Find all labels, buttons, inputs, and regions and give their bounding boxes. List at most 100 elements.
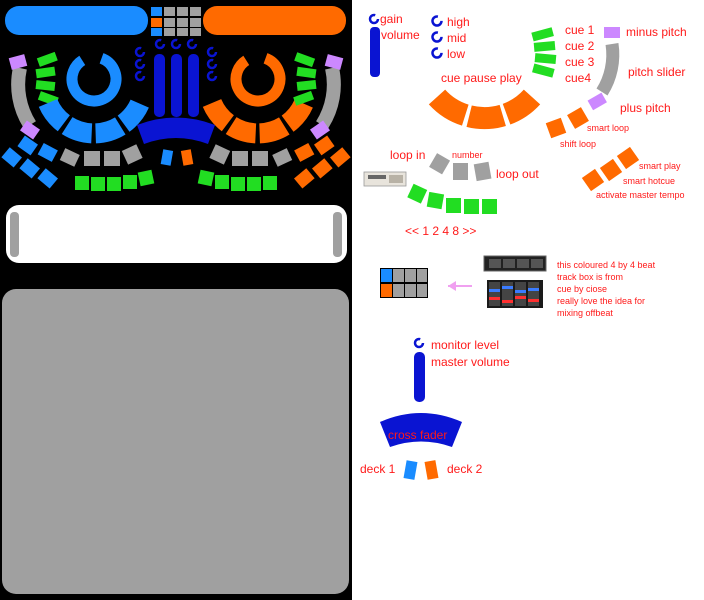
deck2-loop-size-button[interactable]	[215, 175, 229, 189]
deck1-loop-button[interactable]	[17, 135, 38, 156]
master-volume-legend-icon	[414, 352, 425, 402]
loop-size-legend-icon	[426, 191, 445, 210]
deck2-loop-size-button[interactable]	[263, 176, 277, 190]
deck2-loop-size-button[interactable]	[231, 177, 245, 191]
deck2-loop-size-button[interactable]	[247, 177, 261, 191]
deck2-volume-fader[interactable]	[188, 54, 199, 117]
source-beat-box-marker	[515, 290, 526, 293]
deck2-cue-button[interactable]	[296, 79, 317, 91]
beat-note-line-1: this coloured 4 by 4 beat	[557, 260, 656, 270]
deck2-loop-size-button[interactable]	[197, 169, 215, 187]
deck1-jog-wheel[interactable]	[66, 51, 122, 107]
deck2-waveform-zoom-handle[interactable]	[333, 212, 342, 257]
deck2-top-bar[interactable]	[203, 6, 346, 35]
deck2-cue-button[interactable]	[293, 90, 315, 106]
deck2-loop-number-button[interactable]	[232, 151, 248, 166]
deck1-select-button[interactable]	[160, 149, 174, 166]
deck2-loop-number-button[interactable]	[209, 144, 231, 165]
beat-note-line-3: cue by ciose	[557, 284, 607, 294]
deck2-jog-wheel[interactable]	[230, 51, 286, 107]
deck2-cue-button[interactable]	[294, 52, 316, 68]
deck2-minus-pitch-button[interactable]	[324, 54, 344, 70]
deck2-eq-knob[interactable]	[206, 46, 218, 58]
deck1-eq-knob[interactable]	[134, 46, 146, 58]
loop-size-legend-icon	[446, 198, 461, 213]
beat-grid-mini	[151, 7, 201, 36]
master-tempo-legend-icon	[581, 168, 605, 192]
deck1-loop-size-button[interactable]	[137, 169, 155, 187]
deck2-eq-knob[interactable]	[206, 70, 218, 82]
deck1-cue-button[interactable]	[35, 66, 56, 79]
deck2-smart-button[interactable]	[330, 147, 351, 168]
gain-knob[interactable]	[186, 38, 198, 50]
minus-pitch-legend-icon	[604, 27, 620, 38]
deck1-loop-size-button[interactable]	[107, 177, 121, 191]
deck1-cue-button[interactable]	[35, 80, 56, 92]
deck1-loop-number-button[interactable]	[104, 151, 120, 166]
source-beat-box-column	[515, 282, 526, 306]
master-volume-fader[interactable]	[171, 54, 182, 117]
deck2-smart-button[interactable]	[314, 135, 335, 156]
deck2-loop-size-buttons	[197, 169, 277, 191]
deck2-smart-buttons	[294, 135, 351, 189]
beat-cell	[190, 18, 201, 27]
deck1-loop-number-button[interactable]	[84, 151, 100, 166]
cue-legend-icon	[533, 41, 556, 52]
deck2-eq-knob[interactable]	[206, 58, 218, 70]
waveform-display[interactable]	[6, 205, 347, 263]
deck1-loop-number-button[interactable]	[59, 148, 80, 167]
deck1-top-bar[interactable]	[5, 6, 148, 35]
deck2-plus-pitch-button[interactable]	[310, 120, 330, 140]
deck1-cue-button[interactable]	[36, 51, 58, 67]
deck1-loop-size-button[interactable]	[91, 177, 105, 191]
deck1-cue-buttons	[35, 51, 59, 107]
gain-knob[interactable]	[154, 38, 166, 50]
beat-note-line-5: mixing offbeat	[557, 308, 613, 318]
deck2-loop-number-button[interactable]	[252, 151, 268, 166]
loop-number-legend-icon	[453, 163, 468, 180]
deck2-select-button[interactable]	[180, 149, 194, 166]
loop-out-label: loop out	[496, 167, 539, 181]
loop-size-legend-icon	[482, 199, 497, 214]
deck1-waveform-zoom-handle[interactable]	[10, 212, 19, 257]
source-beat-box-marker	[489, 297, 500, 300]
deck2-cue-pause-play-arc[interactable]	[202, 98, 314, 144]
deck2-smart-button[interactable]	[294, 168, 315, 189]
deck1-loop-size-button[interactable]	[75, 176, 89, 190]
deck1-loop-button[interactable]	[19, 158, 40, 179]
deck1-loop-number-button[interactable]	[121, 144, 143, 165]
deck2-cue-button[interactable]	[296, 66, 317, 79]
deck1-pitch-arc[interactable]	[11, 66, 37, 129]
high-eq-legend-icon	[431, 15, 443, 27]
beat-grid-legend-cell	[417, 284, 427, 297]
arrow-left-icon-head	[448, 281, 456, 291]
deck1-loop-button[interactable]	[37, 142, 58, 162]
cue-legend-icon	[531, 27, 554, 42]
pitch-slider-label: pitch slider	[628, 65, 685, 79]
deck1-eq-knob[interactable]	[134, 58, 146, 70]
deck2-smart-button[interactable]	[294, 142, 315, 162]
beat-cell	[190, 28, 201, 36]
deck1-plus-pitch-button[interactable]	[20, 120, 40, 140]
cue4-label: cue4	[565, 71, 591, 85]
deck1-loop-size-button[interactable]	[123, 175, 137, 189]
deck1-loop-button[interactable]	[1, 147, 22, 168]
loop-size-legend-icon	[464, 199, 479, 214]
deck1-eq-knob[interactable]	[134, 70, 146, 82]
beat-grid-legend-cell	[393, 284, 404, 297]
deck1-cue-pause-play-arc[interactable]	[38, 98, 150, 144]
deck1-minus-pitch-button[interactable]	[8, 54, 28, 70]
activate-master-tempo-label: activate master tempo	[596, 190, 685, 200]
beat-cell	[177, 28, 188, 36]
deck2-pitch-arc[interactable]	[315, 66, 341, 129]
deck2-loop-number-button[interactable]	[272, 148, 293, 167]
monitor-knob[interactable]	[170, 38, 182, 50]
deck1-loop-button[interactable]	[37, 168, 58, 189]
loop-size-legend-icon	[407, 183, 428, 204]
deck2-smart-button[interactable]	[312, 158, 333, 179]
deck1-volume-fader[interactable]	[154, 54, 165, 117]
crossfader[interactable]	[137, 117, 215, 145]
library-browser-panel[interactable]	[2, 289, 349, 594]
beat-grid-legend-cell	[381, 269, 392, 282]
